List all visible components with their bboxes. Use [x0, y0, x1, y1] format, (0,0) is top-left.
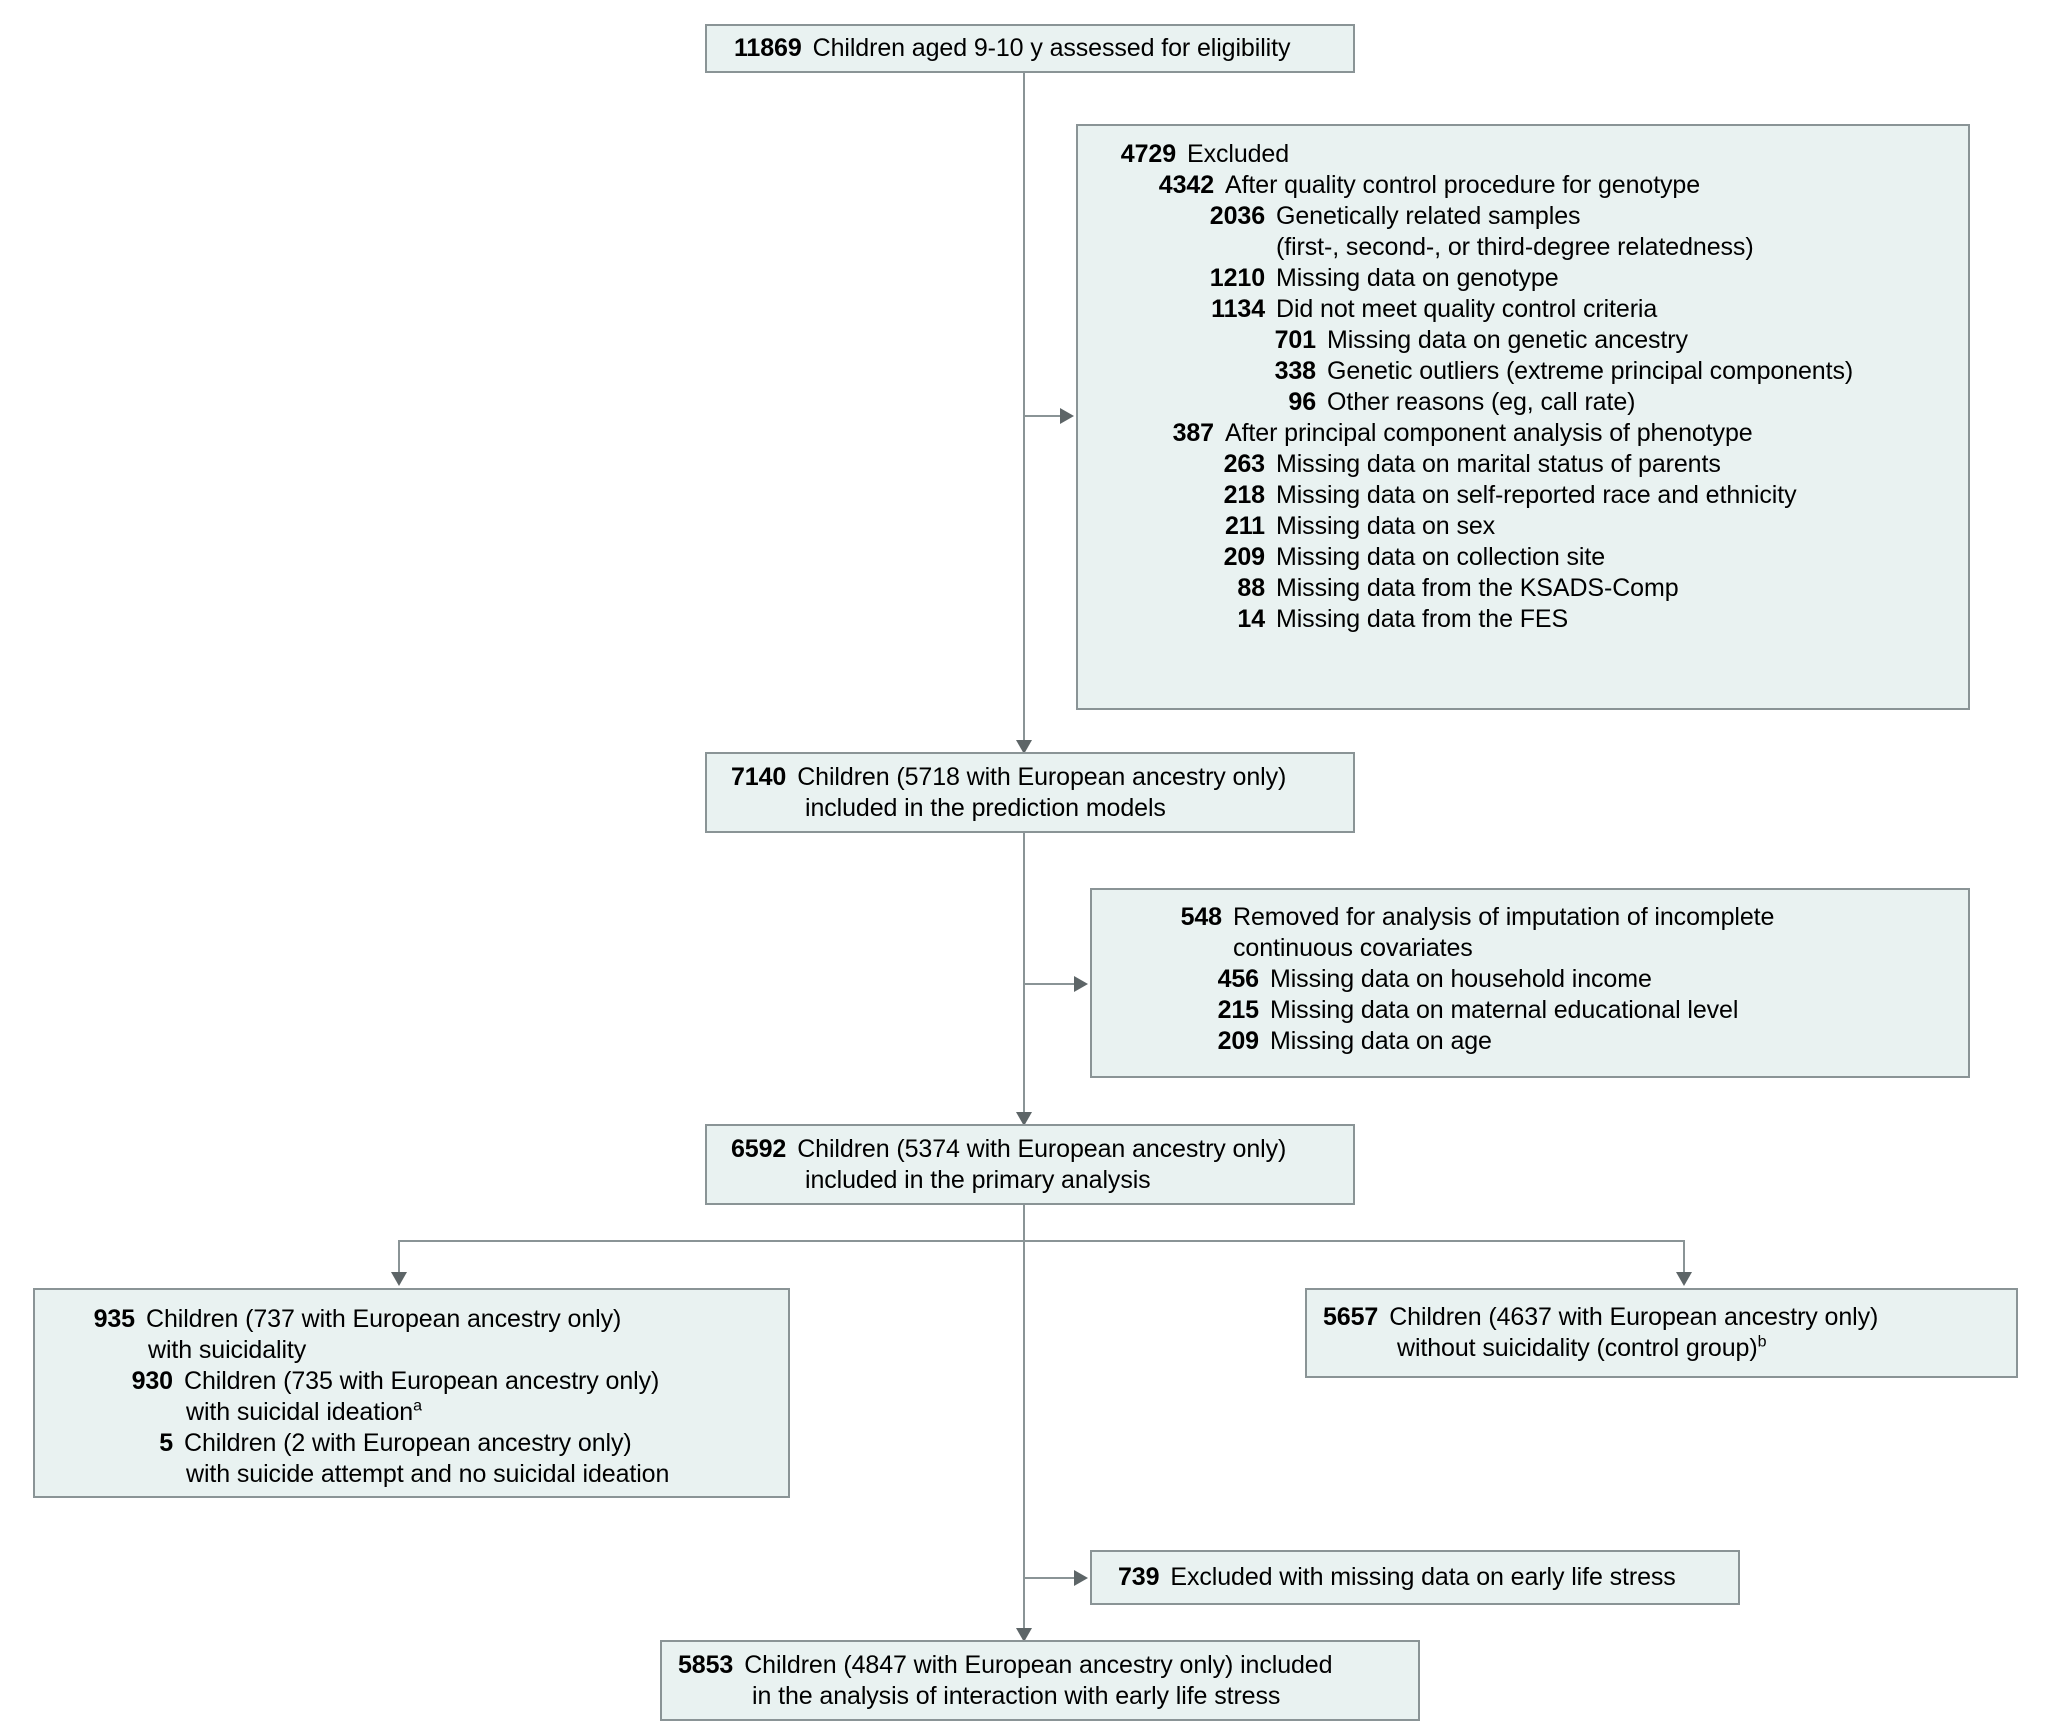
excluded-item-label: Missing data on marital status of parent… [1276, 450, 1721, 478]
removed-label: Removed for analysis of imputation of in… [1233, 903, 1775, 931]
footnote-marker-a: a [413, 1397, 422, 1415]
removed-count: 548 [1180, 903, 1223, 931]
excluded-item-count: 263 [1223, 450, 1266, 478]
removed-item-label: Missing data on age [1270, 1027, 1492, 1055]
control-line2: without suicidality (control group) [1397, 1334, 1758, 1362]
excluded-item-label: Missing data on sex [1276, 512, 1496, 540]
excluded-item-count: 88 [1237, 574, 1265, 602]
excluded-item-label: After quality control procedure for geno… [1225, 171, 1701, 199]
suicidality-item-line1: Children (735 with European ancestry onl… [184, 1367, 660, 1395]
excluded-count: 4729 [1120, 140, 1176, 168]
excluded-item-label: Missing data on genetic ancestry [1327, 326, 1688, 354]
suicidality-item-line1: Children (2 with European ancestry only) [184, 1429, 632, 1457]
excluded-item-count: 338 [1274, 357, 1317, 385]
arrowhead-to-prediction [1016, 740, 1032, 754]
node-primary-analysis: 6592 Children (5374 with European ancest… [705, 1124, 1355, 1205]
interaction-count: 5853 [678, 1650, 734, 1679]
excluded-item-count: 4342 [1158, 171, 1214, 199]
excluded-item-count: 2036 [1209, 202, 1265, 230]
removed-continuation: continuous covariates [1233, 934, 1473, 962]
connector-to-removed [1023, 983, 1076, 985]
node-control-group: 5657 Children (4637 with European ancest… [1305, 1288, 2018, 1378]
removed-item-count: 456 [1217, 965, 1260, 993]
prediction-count: 7140 [731, 762, 787, 791]
arrowhead-to-interaction [1016, 1628, 1032, 1642]
connector-to-interaction [1023, 1550, 1025, 1628]
excluded-item-count: 218 [1223, 481, 1266, 509]
node-prediction-models: 7140 Children (5718 with European ancest… [705, 752, 1355, 833]
excluded-item-count: 387 [1172, 419, 1215, 447]
prediction-line1: Children (5718 with European ancestry on… [797, 762, 1287, 791]
connector-to-excluded [1023, 415, 1062, 417]
node-removed-imputation: 548 Removed for analysis of imputation o… [1090, 888, 1970, 1078]
excluded-item-count: 1134 [1211, 295, 1265, 323]
excluded-item-label: Missing data from the KSADS-Comp [1276, 574, 1679, 602]
arrowhead-to-excluded [1060, 408, 1074, 424]
excluded-label: Excluded [1187, 140, 1290, 168]
excluded-item-continuation: (first-, second-, or third-degree relate… [1276, 233, 1754, 261]
arrowhead-to-primary [1016, 1112, 1032, 1126]
node-excluded: 4729 Excluded 4342 After quality control … [1076, 124, 1970, 710]
excluded-item-label: After principal component analysis of ph… [1225, 419, 1753, 447]
connector-prediction-to-primary [1023, 833, 1025, 1124]
node-suicidality-group: 935 Children (737 with European ancestry… [33, 1288, 790, 1498]
excluded-item-count: 96 [1288, 388, 1316, 416]
interaction-line2: in the analysis of interaction with earl… [752, 1681, 1281, 1710]
excluded-item-count: 211 [1224, 512, 1265, 540]
removed-item-count: 215 [1217, 996, 1260, 1024]
suicidality-item-count: 5 [159, 1429, 173, 1457]
node-interaction-analysis: 5853 Children (4847 with European ancest… [660, 1640, 1420, 1721]
node-excluded-early-life-stress: 739 Excluded with missing data on early … [1090, 1550, 1740, 1605]
excluded-item-label: Missing data on genotype [1276, 264, 1559, 292]
excluded-item-label: Did not meet quality control criteria [1276, 295, 1658, 323]
excluded-item-count: 701 [1274, 326, 1317, 354]
excluded-item-label: Missing data from the FES [1276, 605, 1569, 633]
removed-item-label: Missing data on household income [1270, 965, 1652, 993]
excluded-item-count: 209 [1223, 543, 1266, 571]
control-count: 5657 [1323, 1303, 1379, 1331]
excluded-item-label: Missing data on self-reported race and e… [1276, 481, 1797, 509]
excluded-item-label: Genetic outliers (extreme principal comp… [1327, 357, 1854, 385]
arrowhead-to-control [1676, 1272, 1692, 1286]
assessed-count: 11869 [734, 34, 802, 62]
interaction-line1: Children (4847 with European ancestry on… [744, 1650, 1333, 1679]
connector-assessed-to-prediction [1023, 73, 1025, 752]
prediction-line2: included in the prediction models [805, 793, 1166, 822]
excluded-item-count: 1210 [1209, 264, 1265, 292]
excluded-item-count: 14 [1237, 605, 1265, 633]
excluded-item-label: Genetically related samples [1276, 202, 1581, 230]
suicidality-item-line2: with suicide attempt and no suicidal ide… [186, 1460, 670, 1488]
suicidality-line1: Children (737 with European ancestry onl… [146, 1305, 622, 1333]
excluded-els-count: 739 [1118, 1563, 1160, 1591]
connector-split-left [398, 1240, 400, 1276]
arrowhead-to-removed [1074, 976, 1088, 992]
removed-item-label: Missing data on maternal educational lev… [1270, 996, 1739, 1024]
removed-item-count: 209 [1217, 1027, 1260, 1055]
connector-to-excluded-els [1023, 1577, 1076, 1579]
connector-split-right [1683, 1240, 1685, 1276]
primary-count: 6592 [731, 1134, 787, 1163]
connector-split-horizontal [398, 1240, 1685, 1242]
primary-line1: Children (5374 with European ancestry on… [797, 1134, 1287, 1163]
control-line1: Children (4637 with European ancestry on… [1389, 1303, 1879, 1331]
suicidality-count: 935 [93, 1305, 136, 1333]
arrowhead-to-excluded-els [1074, 1570, 1088, 1586]
footnote-marker-b: b [1757, 1333, 1767, 1351]
primary-line2: included in the primary analysis [805, 1165, 1151, 1194]
connector-primary-down [1023, 1205, 1025, 1550]
suicidality-item-count: 930 [131, 1367, 174, 1395]
node-assessed-for-eligibility: 11869 Children aged 9-10 y assessed for … [705, 24, 1355, 73]
suicidality-line2: with suicidality [148, 1336, 307, 1364]
assessed-label: Children aged 9-10 y assessed for eligib… [812, 34, 1291, 62]
excluded-item-label: Missing data on collection site [1276, 543, 1606, 571]
suicidality-item-line2: with suicidal ideation [186, 1398, 414, 1426]
excluded-item-label: Other reasons (eg, call rate) [1327, 388, 1636, 416]
excluded-els-label: Excluded with missing data on early life… [1170, 1563, 1676, 1591]
arrowhead-to-suicidality [391, 1272, 407, 1286]
